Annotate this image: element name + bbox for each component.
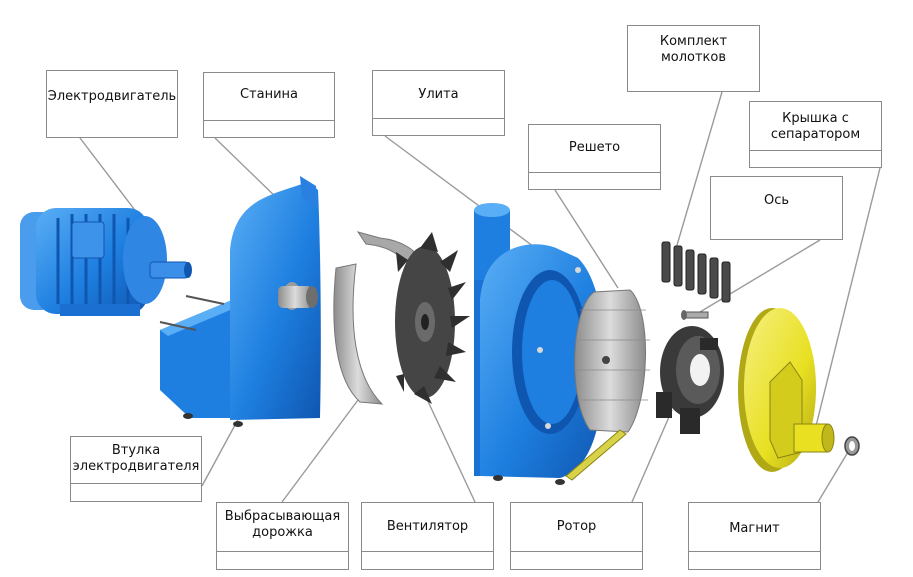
leader-frame [214, 137, 283, 204]
label-housing-text: Улита [418, 87, 459, 102]
fan-illustration [395, 232, 470, 404]
leader-track [281, 399, 359, 503]
label-axle: Ось [710, 176, 843, 240]
label-axle-text: Ось [763, 193, 790, 208]
label-frame-text: Станина [239, 87, 299, 102]
label-cover: Крышка с сепаратором [749, 101, 882, 168]
leader-hammers [674, 91, 723, 253]
label-hammers: Комплект молотков [627, 25, 760, 92]
label-fan: Вентилятор [361, 502, 494, 570]
leader-cover [814, 167, 881, 431]
label-housing-divider [373, 118, 504, 119]
label-magnet-divider [689, 551, 820, 552]
label-fan-text: Вентилятор [386, 519, 469, 534]
label-fan-divider [362, 551, 493, 552]
cover-illustration [738, 308, 835, 472]
leader-magnet [817, 451, 849, 503]
label-rotor-divider [511, 551, 642, 552]
ejection-track-illustration [333, 231, 421, 405]
label-magnet-text: Магнит [729, 521, 780, 536]
label-track-divider [217, 551, 348, 552]
label-motor: Электродвигатель [46, 70, 178, 138]
axle-illustration [681, 310, 709, 320]
leader-sieve [554, 189, 619, 289]
motor-illustration [20, 208, 192, 316]
label-bushing: Втулка электродвигателя [70, 436, 202, 502]
label-bushing-text: Втулка электродвигателя [72, 443, 200, 474]
magnet-illustration [844, 436, 860, 456]
housing-illustration [474, 203, 605, 485]
frame-illustration [159, 176, 321, 427]
label-sieve: Решето [528, 124, 661, 190]
leader-axle [699, 239, 821, 313]
rotor-illustration [656, 326, 724, 434]
label-track-text: Выбрасывающая дорожка [224, 509, 341, 540]
leader-fan [424, 394, 476, 503]
leader-rotor [631, 409, 673, 503]
label-hammers-text: Комплект молотков [659, 34, 728, 65]
label-sieve-text: Решето [568, 140, 621, 155]
label-frame-divider [204, 120, 334, 121]
label-motor-text: Электродвигатель [47, 89, 177, 104]
label-rotor-text: Ротор [556, 519, 597, 534]
label-rotor: Ротор [510, 502, 643, 570]
label-cover-divider [750, 150, 881, 151]
label-sieve-divider [529, 172, 660, 173]
hammers-illustration [661, 241, 731, 303]
leader-lines [79, 91, 881, 503]
label-cover-text: Крышка с сепаратором [770, 111, 861, 142]
leader-housing [384, 135, 546, 256]
label-housing: Улита [372, 70, 505, 136]
sieve-illustration [565, 289, 650, 481]
label-track: Выбрасывающая дорожка [216, 502, 349, 570]
label-magnet: Магнит [688, 502, 821, 570]
label-bushing-divider [71, 483, 201, 484]
label-frame: Станина [203, 72, 335, 138]
